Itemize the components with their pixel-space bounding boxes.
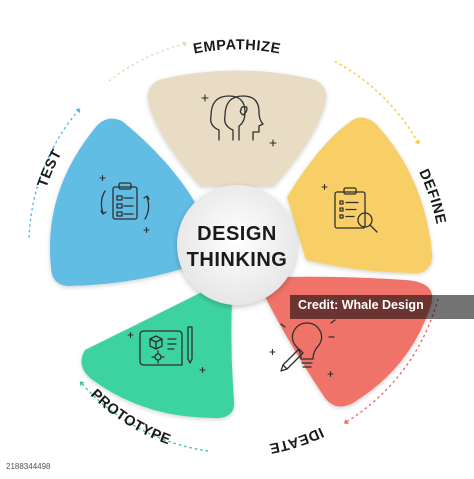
cycle-arrow: [28, 110, 79, 238]
sparkle-icon: [99, 174, 150, 234]
blueprint-pencil-gear-icon: [139, 326, 193, 366]
empathize-segment: [147, 70, 327, 186]
arrowhead: [79, 381, 85, 387]
clipboard-cycle-icon: [100, 182, 150, 220]
sparkle-icon: [321, 183, 328, 191]
label-ideate: IDEATE: [268, 424, 326, 456]
sparkle-icon: [127, 331, 206, 374]
label-test: TEST: [35, 147, 66, 190]
sparkle-icon: [269, 348, 334, 378]
lightbulb-pencil-icon: [280, 319, 336, 372]
arrowhead: [182, 41, 188, 47]
define-segment: [287, 117, 433, 273]
cycle-arrow: [81, 383, 209, 452]
head-heart-icon: [210, 95, 264, 141]
center-title-line2: THINKING: [187, 249, 288, 271]
arrowhead: [75, 108, 81, 114]
center-title-line1: DESIGN: [197, 223, 277, 245]
test-segment: [49, 118, 196, 287]
credit-banner: [290, 295, 474, 319]
arrowhead: [343, 418, 349, 424]
stock-id: 2188344498: [6, 462, 51, 471]
arrowhead: [414, 139, 420, 145]
center-circle: [177, 185, 297, 305]
cycle-arrow: [108, 43, 184, 82]
credit-watermark: Credit: Whale Design: [298, 298, 424, 312]
clipboard-magnifier-icon: [334, 187, 378, 233]
sparkle-icon: [201, 94, 277, 147]
cycle-arrow: [334, 60, 418, 142]
label-empathize: EMPATHIZE: [192, 37, 282, 57]
